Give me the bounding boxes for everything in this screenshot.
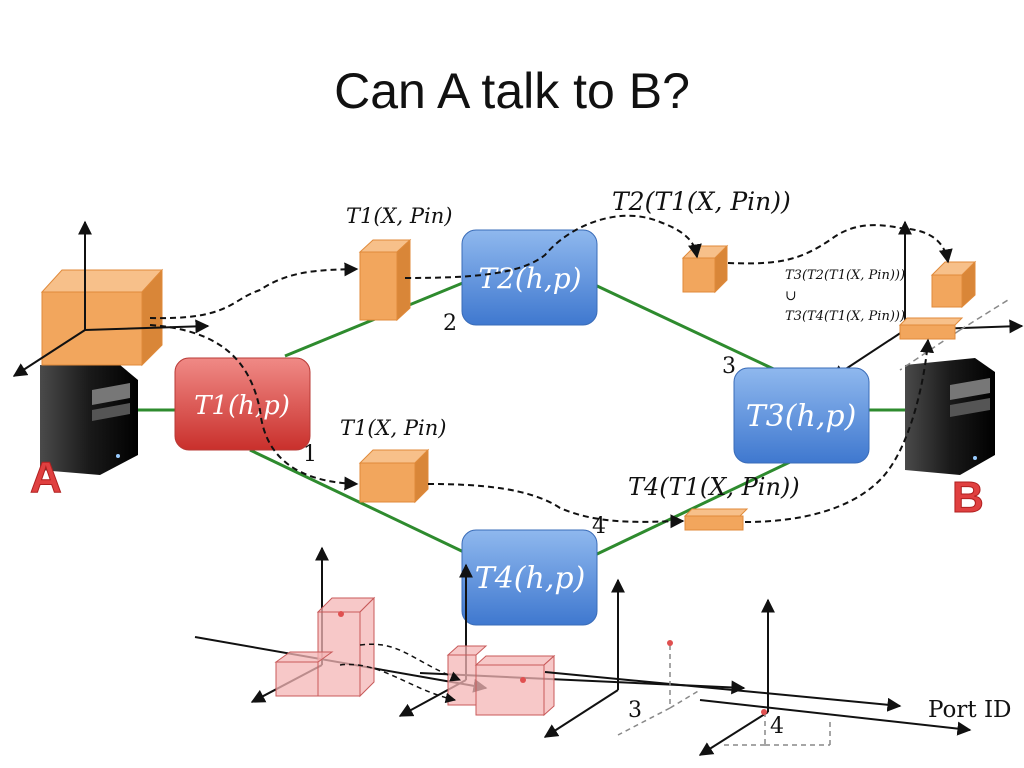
bottom-plot-3-point: [667, 640, 673, 646]
bottom-plot-3-axes: [543, 578, 902, 738]
flow-a-to-lower: [149, 324, 359, 491]
host-b-server-icon: [905, 358, 995, 475]
port-label-1: 1: [303, 442, 317, 467]
port-label-3: 3: [722, 354, 736, 379]
host-b-result-box-2: [898, 317, 964, 340]
slide-title: Can A talk to B?: [334, 63, 690, 119]
bottom-plot-4-axes: [698, 598, 972, 756]
expr-t1-upper: T1(X, Pin): [346, 204, 452, 228]
flow-t4-to-b: [744, 338, 935, 523]
bottom-plot-2-boxes: [446, 645, 556, 717]
host-a-header-space: [40, 268, 164, 367]
header-box-after-t2: [681, 244, 729, 294]
flow-upper-to-t2: [404, 214, 702, 279]
bottom-plot-3-port-label: 3: [628, 698, 642, 723]
port-label-2: 2: [443, 311, 457, 336]
bottom-plot-4-grid: [720, 712, 831, 746]
expr-t2-t1: T2(T1(X, Pin)): [612, 187, 791, 216]
host-b-result-box-1: [930, 260, 977, 309]
switch-t3-label: T3(h,p): [746, 399, 857, 434]
port-id-axis-label: Port ID: [928, 697, 1011, 723]
switch-t4-label: T4(h,p): [475, 561, 586, 596]
header-box-after-t1-upper: [358, 238, 412, 322]
flow-lower-to-t4: [427, 483, 685, 529]
header-box-after-t1-lower: [358, 448, 430, 504]
bottom-plot-1-2-flows: [339, 643, 461, 704]
expr-t3-t2: T3(T2(T1(X, Pin))): [785, 268, 905, 283]
bottom-plot-4-port-label: 4: [770, 714, 784, 739]
flow-arrows: [149, 214, 953, 529]
expr-union: ∪: [785, 288, 797, 304]
flow-a-to-upper: [149, 262, 359, 320]
bottom-plot-1-point: [338, 611, 344, 617]
link-t2-t3: [594, 283, 781, 374]
host-a-server-icon: [40, 365, 138, 475]
host-a-label: A: [30, 453, 62, 502]
bottom-plot-3-grid: [617, 645, 701, 736]
bottom-plot-1-boxes: [274, 596, 376, 698]
flow-t2-to-b: [727, 224, 953, 265]
header-box-after-t4: [683, 508, 749, 531]
expr-t3-t4: T3(T4(T1(X, Pin))): [785, 309, 905, 324]
switch-t3[interactable]: [733, 367, 870, 464]
switch-t2-label: T2(h,p): [478, 262, 581, 295]
switch-t1[interactable]: [174, 357, 311, 451]
bottom-plot-2-point: [520, 677, 526, 683]
bottom-plot-4-point: [761, 709, 767, 715]
switch-t2[interactable]: [461, 229, 598, 326]
host-a-axes: [12, 220, 210, 377]
bottom-plots: 3 4 Port ID: [194, 546, 1011, 756]
expr-t1-lower: T1(X, Pin): [340, 416, 446, 440]
switch-t1-label: T1(h,p): [194, 391, 290, 421]
expr-t4-t1: T4(T1(X, Pin)): [628, 473, 800, 501]
host-b-label: B: [952, 473, 984, 522]
